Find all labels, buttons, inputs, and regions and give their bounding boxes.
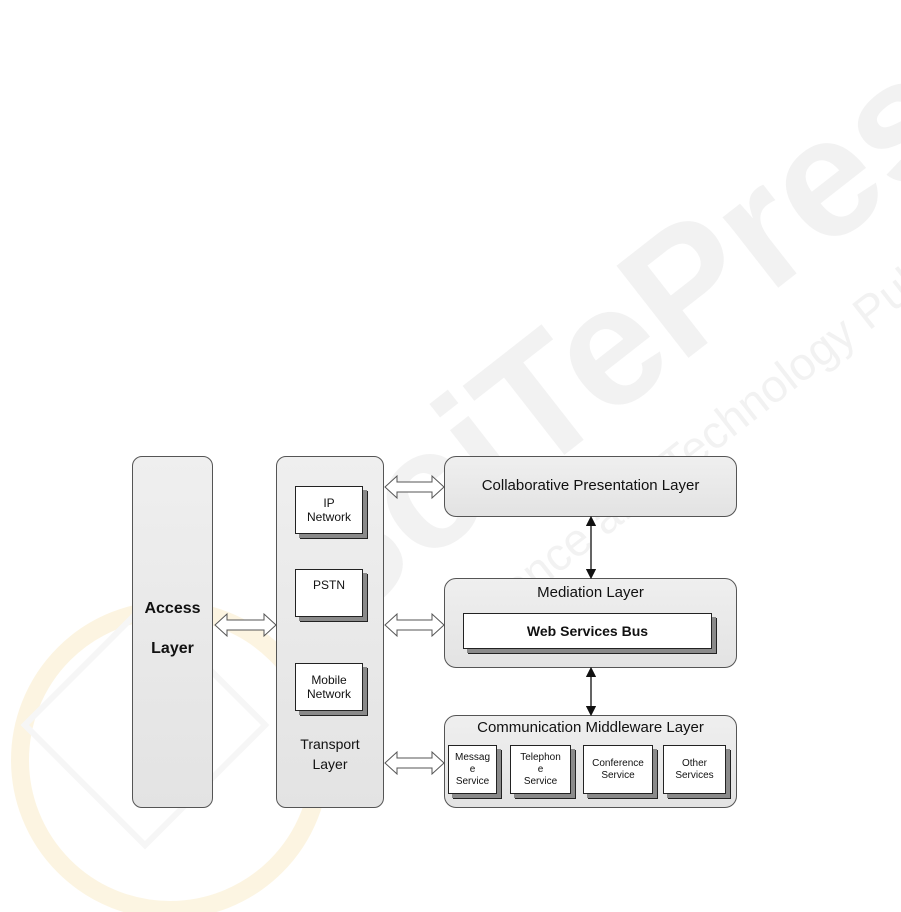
other-services-line1: Other <box>675 758 713 770</box>
access-layer <box>132 456 213 808</box>
mobile-network-box: Mobile Network <box>295 663 363 711</box>
transport-mediation-arrow <box>385 614 444 636</box>
access-layer-label-line1: Access <box>132 600 213 618</box>
message-service-line2: e <box>455 764 490 776</box>
pstn-line1: PSTN <box>313 578 345 592</box>
telephone-service-line1: Telephon <box>520 752 561 764</box>
other-services-box: Other Services <box>663 745 726 794</box>
transport-presentation-arrow <box>385 476 444 498</box>
telephone-service-line3: Service <box>520 776 561 788</box>
telephone-service-box: Telephon e Service <box>510 745 571 794</box>
mediation-layer-label: Mediation Layer <box>444 584 737 601</box>
transport-middleware-arrow <box>385 752 444 774</box>
access-transport-arrow <box>215 614 276 636</box>
transport-layer-label-line1: Transport <box>276 736 384 752</box>
message-service-line1: Messag <box>455 752 490 764</box>
mobile-network-line1: Mobile <box>307 673 351 687</box>
transport-layer-label-line2: Layer <box>276 756 384 772</box>
other-services-line2: Services <box>675 770 713 782</box>
mobile-network-line2: Network <box>307 687 351 701</box>
web-services-bus: Web Services Bus <box>463 613 712 649</box>
presentation-layer-label: Collaborative Presentation Layer <box>444 477 737 494</box>
conference-service-line2: Service <box>592 770 644 782</box>
ip-network-line2: Network <box>307 510 351 524</box>
telephone-service-line2: e <box>520 764 561 776</box>
access-layer-label-line2: Layer <box>132 640 213 658</box>
middleware-layer-label: Communication Middleware Layer <box>444 719 737 736</box>
pstn-box: PSTN <box>295 569 363 617</box>
message-service-line3: Service <box>455 776 490 788</box>
web-services-bus-label: Web Services Bus <box>527 623 648 639</box>
message-service-box: Messag e Service <box>448 745 497 794</box>
ip-network-line1: IP <box>307 496 351 510</box>
conference-service-box: Conference Service <box>583 745 653 794</box>
ip-network-box: IP Network <box>295 486 363 534</box>
conference-service-line1: Conference <box>592 758 644 770</box>
